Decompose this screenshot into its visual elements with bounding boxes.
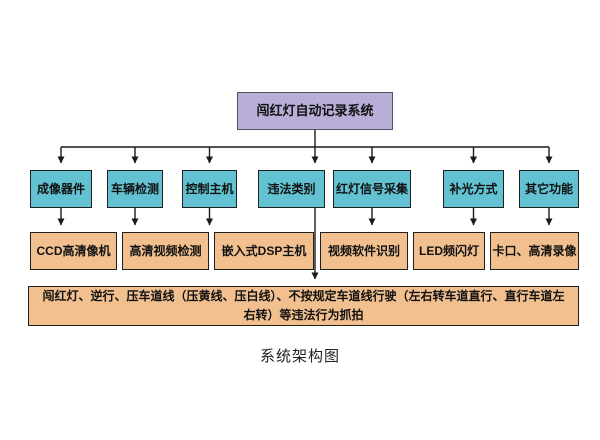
node-redlight-signal-capture: 红灯信号采集 [333, 170, 411, 208]
node-embedded-dsp-host: 嵌入式DSP主机 [214, 232, 314, 270]
node-ccd-hd-camera: CCD高清像机 [30, 232, 117, 270]
node-root: 闯红灯自动记录系统 [237, 92, 393, 130]
node-control-host: 控制主机 [182, 170, 237, 208]
node-violation-behaviors: 闯红灯、逆行、压车道线（压黄线、压白线）、不按规定车道线行驶（左右转车道直行、直… [28, 286, 579, 326]
node-fill-light-mode: 补光方式 [443, 170, 504, 208]
node-other-functions: 其它功能 [519, 170, 579, 208]
node-vehicle-detection: 车辆检测 [107, 170, 163, 208]
diagram-caption: 系统架构图 [259, 348, 340, 365]
node-imaging-device: 成像器件 [30, 170, 92, 208]
node-checkpoint-hd-recording: 卡口、高清录像 [490, 232, 579, 270]
node-violation-type: 违法类别 [258, 170, 325, 208]
node-video-software-recognition: 视频软件识别 [320, 232, 408, 270]
node-led-strobe-light: LED频闪灯 [413, 232, 485, 270]
node-hd-video-detection: 高清视频检测 [122, 232, 209, 270]
